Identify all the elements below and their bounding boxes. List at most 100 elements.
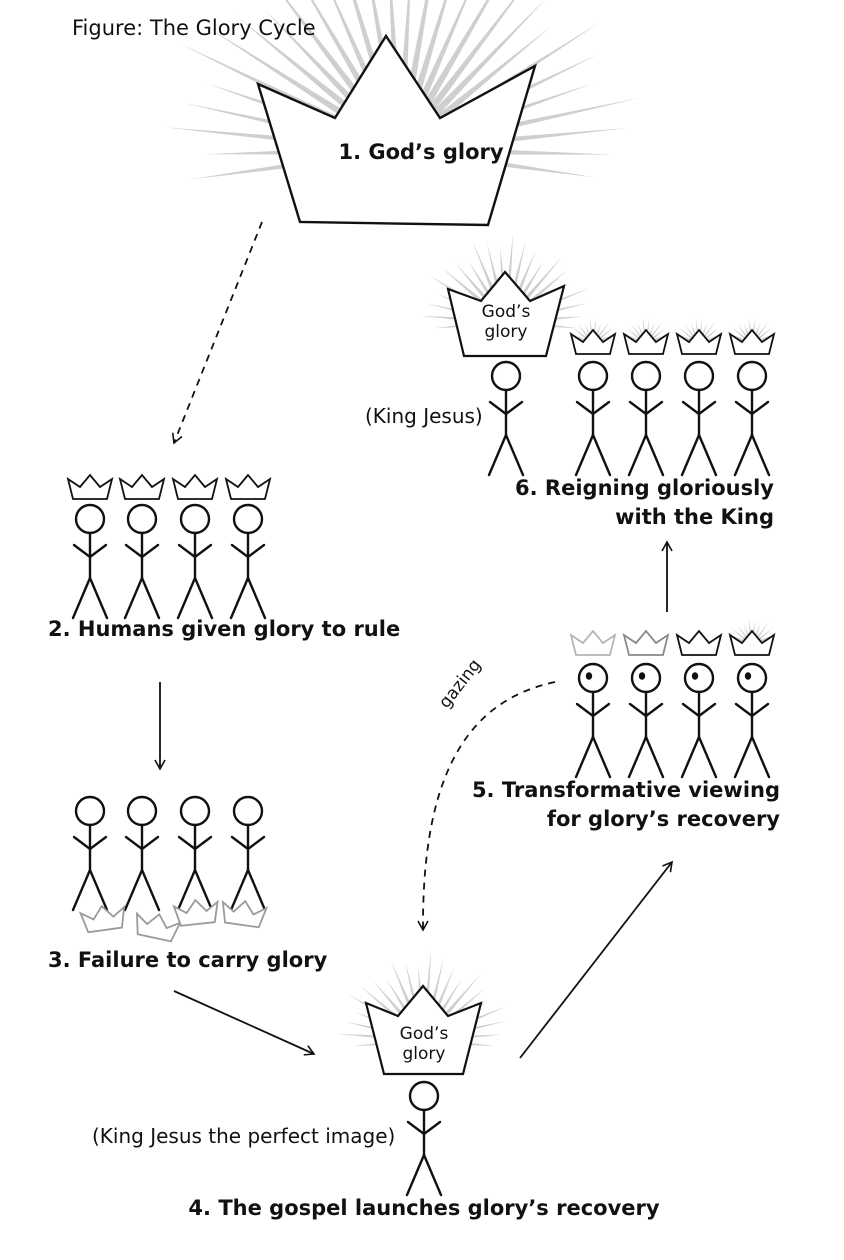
- figure-legs: [123, 866, 161, 912]
- small-crown-icon: [728, 629, 776, 656]
- glory-ray: [731, 628, 747, 641]
- stick-figure: [405, 1080, 443, 1197]
- glory-ray: [625, 327, 641, 340]
- small-crown-icon: [224, 473, 272, 500]
- large-crown-icon: [256, 33, 537, 227]
- small-crown-icon: [675, 629, 723, 656]
- glory-ray: [731, 327, 747, 340]
- king-jesus-perfect-image-label: (King Jesus the perfect image): [92, 1124, 396, 1148]
- figure-arms: [628, 400, 664, 416]
- glory-ray: [572, 327, 588, 340]
- glory-ray: [517, 256, 563, 309]
- figure-legs: [229, 574, 267, 620]
- top-crown-label-line1: God’s: [481, 302, 531, 322]
- figure-legs: [487, 431, 525, 477]
- figure-arms: [734, 400, 770, 416]
- figure-head: [232, 795, 264, 827]
- figure-arms: [124, 543, 160, 559]
- glory-ray: [755, 622, 769, 640]
- small-crown-icon: [172, 898, 219, 927]
- figure-arms: [681, 702, 717, 718]
- glory-ray: [414, 0, 515, 129]
- stage-6-label-line2: with the King: [615, 505, 774, 529]
- top-crown-label-line2: glory: [484, 322, 528, 342]
- figure-head: [232, 503, 264, 535]
- stage-5-label-line2: for glory’s recovery: [546, 807, 780, 831]
- small-crown-icon: [622, 629, 670, 656]
- figure-legs: [176, 574, 214, 620]
- stick-figure: [229, 795, 267, 912]
- figure-head: [126, 795, 158, 827]
- figure-legs: [176, 866, 214, 912]
- glory-ray: [207, 26, 377, 138]
- glory-ray: [678, 327, 694, 340]
- stage-5-label-line1: 5. Transformative viewing: [471, 778, 780, 802]
- figure-head: [179, 503, 211, 535]
- figure-legs: [229, 866, 267, 912]
- figure-arms: [406, 1120, 442, 1136]
- stick-figure: [680, 360, 718, 477]
- stage-6-label-line1: 6. Reigning gloriously: [515, 476, 774, 500]
- figure-arms: [124, 835, 160, 851]
- figure-eye: [585, 672, 593, 680]
- stick-figure: [574, 662, 612, 779]
- figure-head: [683, 360, 715, 392]
- figure-arms: [177, 543, 213, 559]
- figure-eye: [744, 672, 752, 680]
- figure-eye: [691, 672, 699, 680]
- small-crown-icon: [135, 911, 182, 943]
- figure-head: [736, 360, 768, 392]
- glory-ray: [598, 327, 614, 340]
- figure-head: [126, 503, 158, 535]
- figure-legs: [123, 574, 161, 620]
- figure-arms: [72, 543, 108, 559]
- figure-arms: [488, 400, 524, 416]
- glory-ray: [755, 321, 769, 339]
- figure-legs: [574, 733, 612, 779]
- stick-figure: [123, 503, 161, 620]
- figure-legs: [574, 431, 612, 477]
- figure-legs: [627, 733, 665, 779]
- small-crown-icon: [78, 904, 126, 934]
- figure-legs: [733, 733, 771, 779]
- stick-figures: [71, 360, 771, 1197]
- figure-eye: [638, 672, 646, 680]
- small-crowns: [66, 328, 776, 656]
- figure-arms: [734, 702, 770, 718]
- glory-ray: [684, 324, 696, 339]
- figure-head: [490, 360, 522, 392]
- glory-ray: [651, 327, 667, 340]
- figure-legs: [733, 431, 771, 477]
- fallen-crown-icon: [172, 898, 219, 927]
- figure-arms: [230, 543, 266, 559]
- figure-legs: [405, 1151, 443, 1197]
- figure-title: Figure: The Glory Cycle: [72, 16, 316, 40]
- stick-figure: [574, 360, 612, 477]
- figure-arms: [177, 835, 213, 851]
- figure-arms: [575, 400, 611, 416]
- figure-arms: [628, 702, 664, 718]
- figure-legs: [680, 733, 718, 779]
- figure-head: [630, 360, 662, 392]
- stick-figure: [123, 795, 161, 912]
- figure-head: [74, 503, 106, 535]
- figure-head: [74, 795, 106, 827]
- figure-head: [736, 662, 768, 694]
- figure-head: [577, 662, 609, 694]
- figure-head: [408, 1080, 440, 1112]
- figure-arms: [72, 835, 108, 851]
- glory-ray: [702, 321, 716, 339]
- stick-figure: [229, 503, 267, 620]
- glory-ray: [649, 321, 663, 339]
- stick-figure: [71, 795, 109, 912]
- fallen-crown-icon: [78, 904, 126, 934]
- figure-head: [630, 662, 662, 694]
- figure-head: [683, 662, 715, 694]
- small-crown-icon: [221, 899, 269, 929]
- glory-ray: [411, 0, 490, 127]
- arrow-gospel-to-viewing: [519, 860, 674, 1059]
- stick-figure: [487, 360, 525, 477]
- glory-ray: [578, 324, 590, 339]
- fallen-crown-icon: [135, 911, 182, 943]
